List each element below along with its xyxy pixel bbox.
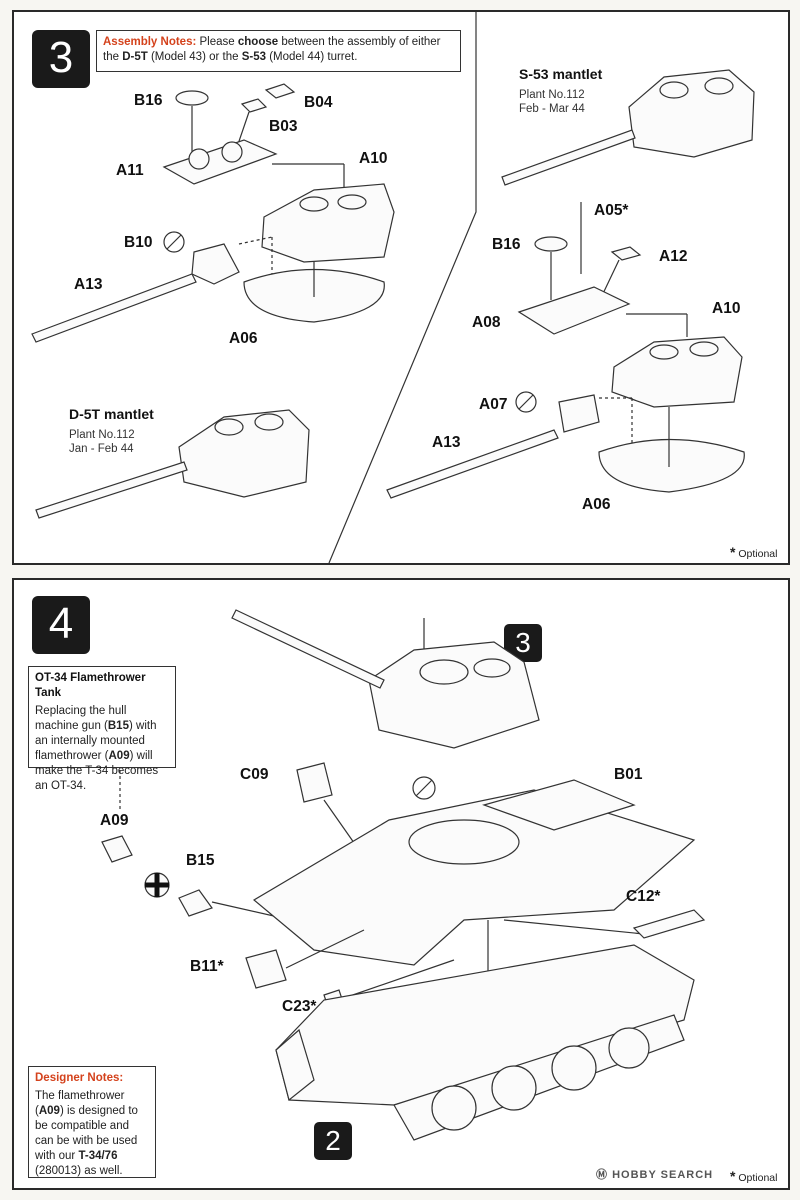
part-a09-flamethrower: [101, 835, 133, 863]
watermark: Ⓜ HOBBY SEARCH: [596, 1169, 714, 1181]
assembly-notes: Assembly Notes: Please choose between th…: [96, 30, 461, 72]
asterisk-icon: *: [730, 1168, 736, 1184]
step-4-panel: 4 OT-34 Flamethrower Tank Replacing the …: [12, 578, 790, 1190]
assembly-notes-title: Assembly Notes:: [103, 36, 197, 48]
label-a08: A08: [472, 314, 501, 331]
turret-assembly: [368, 641, 540, 749]
part-a13-barrel-right: [386, 429, 559, 499]
label-a10-left: A10: [359, 150, 388, 167]
part-c09: [296, 762, 333, 803]
label-a11: A11: [116, 162, 144, 179]
designer-notes: Designer Notes: The flamethrower (A09) i…: [28, 1066, 156, 1178]
label-b01: B01: [614, 766, 643, 783]
label-c23: C23*: [282, 998, 317, 1015]
label-a05: A05*: [594, 202, 629, 219]
ot34-title: OT-34 Flamethrower Tank: [35, 672, 146, 699]
step-3-diagram: [31, 12, 755, 563]
part-b16-hatch: [175, 90, 209, 106]
step-3-panel: 3 Assembly Notes: Please choose between …: [12, 10, 790, 565]
label-a13-left: A13: [74, 276, 103, 293]
upper-hull-b01: [252, 789, 696, 966]
part-b15-mg: [178, 889, 213, 917]
part-a10-turret: [261, 183, 395, 263]
designer-notes-title: Designer Notes:: [35, 1072, 124, 1084]
part-a10-turret-right: [611, 336, 743, 408]
part-b10-mantlet: [191, 243, 240, 285]
label-a09: A09: [100, 812, 129, 829]
ref-step-2-badge: 2: [314, 1122, 352, 1160]
label-b16-right: B16: [492, 236, 521, 253]
part-b16-hatch-right: [534, 236, 568, 252]
label-a06-left: A06: [229, 330, 258, 347]
d5t-date: Jan - Feb 44: [69, 443, 134, 455]
label-b03: B03: [269, 118, 298, 135]
ot34-notes: OT-34 Flamethrower Tank Replacing the hu…: [28, 666, 176, 792]
d5t-turret: [178, 409, 310, 498]
part-b04: [264, 83, 296, 99]
label-b11: B11*: [190, 958, 224, 975]
asterisk-icon: *: [730, 544, 736, 560]
label-a12: A12: [659, 248, 688, 265]
label-b10: B10: [124, 234, 153, 251]
label-a07: A07: [479, 396, 508, 413]
s53-date: Feb - Mar 44: [519, 103, 585, 115]
part-a13-barrel: [31, 273, 197, 343]
label-b04: B04: [304, 94, 333, 111]
optional-note-3: * Optional: [730, 544, 778, 560]
label-b15: B15: [186, 852, 215, 869]
part-a11-roof: [162, 139, 278, 185]
optional-note-4: * Optional: [730, 1168, 778, 1184]
part-a08-roof: [517, 286, 631, 335]
s53-mantlet-title: S-53 mantlet: [519, 66, 603, 82]
part-a07-mantlet: [558, 394, 600, 433]
label-a13-right: A13: [432, 434, 461, 451]
lower-hull: [275, 944, 695, 1106]
label-c09: C09: [240, 766, 269, 783]
s53-plant: Plant No.112: [519, 89, 585, 101]
s53-turret: [628, 69, 755, 158]
part-b11: [245, 949, 287, 989]
part-a06-ring-right: [598, 438, 745, 493]
label-a10-right: A10: [712, 300, 741, 317]
step-4-badge: 4: [32, 596, 90, 654]
d5t-mantlet-title: D-5T mantlet: [69, 406, 154, 422]
label-c12: C12*: [626, 888, 661, 905]
step-3-badge: 3: [32, 30, 90, 88]
d5t-plant: Plant No.112: [69, 429, 135, 441]
step-4-diagram: [101, 609, 706, 1141]
label-a06-right: A06: [582, 496, 611, 513]
hobbysearch-logo-icon: Ⓜ: [596, 1169, 608, 1181]
label-b16-left: B16: [134, 92, 163, 109]
part-c12: [632, 909, 706, 939]
